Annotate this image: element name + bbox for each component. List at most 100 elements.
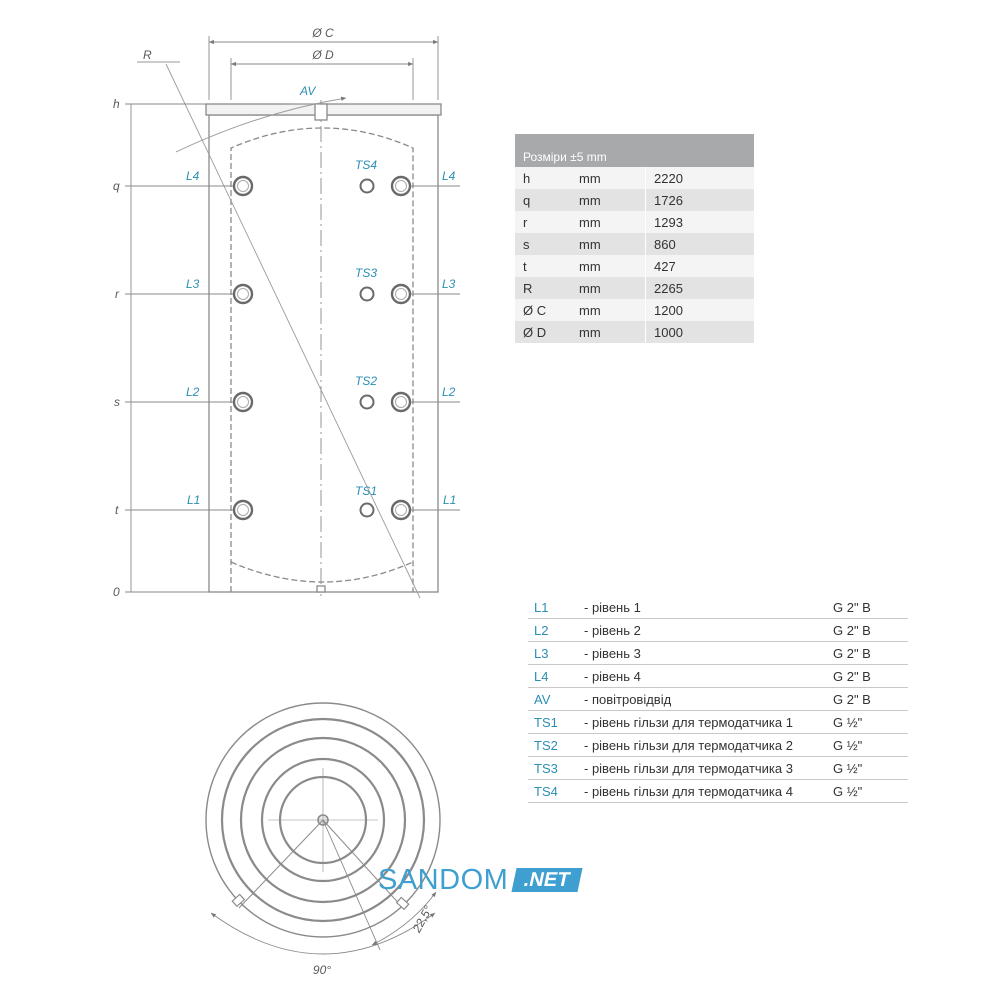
bottom-ring-3 xyxy=(260,757,386,883)
label-left-l3: L3 xyxy=(186,277,200,291)
label-ts3: TS3 xyxy=(355,266,377,280)
legend-code: AV xyxy=(534,692,551,707)
brand-watermark: SANDOM .NET xyxy=(378,864,583,896)
table-cell-symbol: r xyxy=(515,211,571,233)
table-cell-value: 860 xyxy=(645,233,754,255)
table-cell-symbol: Ø D xyxy=(515,321,571,343)
table-cell-unit: mm xyxy=(571,277,646,299)
dim-c xyxy=(208,36,439,100)
bottom-view xyxy=(205,702,441,955)
av-label: AV xyxy=(299,84,316,98)
legend-description: - рівень 3 xyxy=(584,646,641,661)
dimension-table-header: Розміри ±5 mm xyxy=(515,134,646,167)
table-cell-value: 2220 xyxy=(645,167,754,189)
table-cell-symbol: q xyxy=(515,189,571,211)
legend-description: - рівень 4 xyxy=(584,669,641,684)
label-right-l4: L4 xyxy=(442,169,456,183)
table-cell-symbol: R xyxy=(515,277,571,299)
legend-spec: G ½" xyxy=(833,715,863,730)
table-cell-value: 1726 xyxy=(645,189,754,211)
list-item: TS3 - рівень гільзи для термодатчика 3 G ½… xyxy=(528,757,908,780)
label-ts4: TS4 xyxy=(355,158,377,172)
nozzle-left-l2 xyxy=(232,391,254,413)
tank-inner-vessel xyxy=(230,127,414,592)
dim-c-label: Ø C xyxy=(311,26,334,40)
level-axis xyxy=(125,103,460,593)
legend-code: L3 xyxy=(534,646,549,661)
brand-name: SANDOM xyxy=(378,864,509,896)
nozzle-left-l4 xyxy=(232,175,254,197)
label-left-l1: L1 xyxy=(187,493,200,507)
table-cell-value: 1000 xyxy=(645,321,754,343)
legend-description: - повітровідвід xyxy=(584,692,672,707)
legend-spec: G 2" B xyxy=(833,600,871,615)
legend-description: - рівень гільзи для термодатчика 2 xyxy=(584,738,793,753)
bottom-outer-circle xyxy=(205,702,441,938)
nozzle-right-l1 xyxy=(390,499,412,521)
legend-spec: G 2" B xyxy=(833,623,871,638)
legend-code: L4 xyxy=(534,669,549,684)
legend-spec: G ½" xyxy=(833,761,863,776)
nozzle-right-l3 xyxy=(390,283,412,305)
dim-r-label: R xyxy=(143,48,152,62)
label-ts2: TS2 xyxy=(355,374,377,388)
dimension-table-header-row: Розміри ±5 mm xyxy=(515,134,754,167)
bottom-angle-22: 22,5° xyxy=(409,903,435,935)
legend-description: - рівень 1 xyxy=(584,600,641,615)
sensor-ts4 xyxy=(359,178,375,194)
nozzles xyxy=(232,175,412,521)
legend-code: TS3 xyxy=(534,761,558,776)
table-cell-unit: mm xyxy=(571,167,646,189)
table-cell-unit: mm xyxy=(571,189,646,211)
nozzle-left-l3 xyxy=(232,283,254,305)
nozzle-right-l2 xyxy=(390,391,412,413)
table-cell-unit: mm xyxy=(571,321,646,343)
legend-description: - рівень гільзи для термодатчика 4 xyxy=(584,784,793,799)
dim-d-label: Ø D xyxy=(311,48,334,62)
dimension-table-header-empty xyxy=(645,134,754,167)
sensor-ts1 xyxy=(359,502,375,518)
legend-spec: G 2" B xyxy=(833,669,871,684)
label-right-l2: L2 xyxy=(442,385,456,399)
tank-inner-bottom xyxy=(230,561,414,583)
level-label-0: 0 xyxy=(113,585,120,599)
level-label-s: s xyxy=(114,395,120,409)
legend-description: - рівень 2 xyxy=(584,623,641,638)
level-label-t: t xyxy=(115,503,119,517)
legend-code: TS2 xyxy=(534,738,558,753)
label-right-l1: L1 xyxy=(443,493,456,507)
table-cell-unit: mm xyxy=(571,211,646,233)
legend-description: - рівень гільзи для термодатчика 1 xyxy=(584,715,793,730)
label-left-l4: L4 xyxy=(186,169,200,183)
legend-code: TS4 xyxy=(534,784,558,799)
list-item: L4 - рівень 4 G 2" B xyxy=(528,665,908,688)
level-label-r: r xyxy=(115,287,120,301)
table-cell-value: 1293 xyxy=(645,211,754,233)
legend-spec: G ½" xyxy=(833,738,863,753)
sensor-ts3 xyxy=(359,286,375,302)
nozzle-left-l1 xyxy=(232,499,254,521)
legend-code: TS1 xyxy=(534,715,558,730)
legend-spec: G 2" B xyxy=(833,692,871,707)
sensor-ts2 xyxy=(359,394,375,410)
table-cell-symbol: Ø C xyxy=(515,299,571,321)
list-item: AV - повітровідвід G 2" B xyxy=(528,688,908,711)
legend-description: - рівень гільзи для термодатчика 3 xyxy=(584,761,793,776)
label-right-l3: L3 xyxy=(442,277,456,291)
table-cell-value: 2265 xyxy=(645,277,754,299)
side-view xyxy=(205,100,442,596)
table-cell-unit: mm xyxy=(571,233,646,255)
bottom-ring-1 xyxy=(220,717,426,923)
